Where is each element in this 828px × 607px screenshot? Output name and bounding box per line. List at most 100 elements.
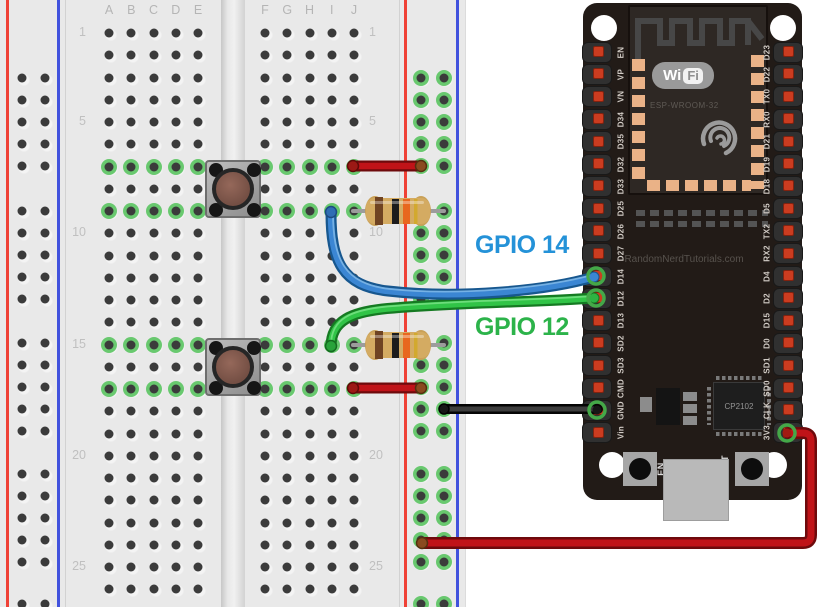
breadboard-hole-connected xyxy=(439,117,449,127)
breadboard-hole xyxy=(17,404,27,414)
breadboard-hole xyxy=(282,518,292,527)
breadboard-hole xyxy=(17,360,27,370)
breadboard-hole xyxy=(104,139,114,149)
breadboard-center-channel xyxy=(221,0,245,607)
breadboard-hole xyxy=(171,584,181,594)
breadboard-hole xyxy=(327,562,337,572)
breadboard-hole xyxy=(349,406,359,416)
row-number-15-right: 15 xyxy=(369,336,383,351)
breadboard-hole xyxy=(282,495,292,505)
breadboard-hole-connected xyxy=(439,360,449,370)
breadboard-hole xyxy=(282,251,292,260)
breadboard-hole xyxy=(149,451,158,461)
breadboard-hole xyxy=(17,382,27,392)
breadboard-hole xyxy=(171,406,181,416)
breadboard-hole xyxy=(17,535,27,545)
breadboard-hole xyxy=(104,362,114,372)
breadboard-hole-connected xyxy=(305,206,314,216)
breadboard-hole xyxy=(349,562,359,572)
breadboard-hole xyxy=(40,73,50,83)
breadboard-hole xyxy=(193,50,203,60)
breadboard-hole xyxy=(17,513,27,523)
pin-pad-d22 xyxy=(782,68,794,80)
breadboard-hole xyxy=(349,28,359,38)
breadboard-hole xyxy=(193,362,203,372)
breadboard-hole xyxy=(327,251,337,260)
breadboard-hole-connected xyxy=(149,340,158,349)
breadboard-hole xyxy=(126,228,136,238)
breadboard-hole xyxy=(126,28,136,38)
breadboard-hole xyxy=(193,117,203,127)
cp2102-chip: CP2102 xyxy=(713,382,765,430)
pin-pad-gnd xyxy=(592,404,604,416)
breadboard-hole-connected xyxy=(282,340,292,349)
row-number-25-left: 25 xyxy=(72,559,86,573)
breadboard-hole xyxy=(40,272,50,282)
breadboard-hole xyxy=(305,50,314,60)
breadboard-hole xyxy=(149,184,158,194)
breadboard-hole-connected xyxy=(260,340,270,349)
breadboard-hole-connected xyxy=(416,491,426,501)
pin-pad-sd2 xyxy=(592,337,604,349)
breadboard-hole xyxy=(349,184,359,194)
breadboard-hole xyxy=(149,28,158,38)
breadboard-hole xyxy=(149,295,158,305)
breadboard-hole xyxy=(349,451,359,461)
breadboard-hole-connected xyxy=(439,491,449,501)
breadboard-hole xyxy=(305,95,314,105)
breadboard-hole xyxy=(260,28,270,38)
breadboard-hole xyxy=(349,139,359,149)
breadboard-hole xyxy=(171,562,181,572)
breadboard-hole xyxy=(260,139,270,149)
breadboard-hole xyxy=(260,295,270,305)
breadboard-hole xyxy=(282,406,292,416)
breadboard-hole xyxy=(327,28,337,38)
breadboard-hole xyxy=(282,451,292,461)
mounting-hole xyxy=(770,15,796,41)
breadboard-hole xyxy=(126,95,136,105)
breadboard-hole xyxy=(193,228,203,238)
breadboard-hole xyxy=(193,273,203,283)
breadboard-hole-connected xyxy=(305,384,314,394)
breadboard-hole-connected xyxy=(104,340,114,349)
breadboard-hole xyxy=(327,50,337,60)
pin-pad-d0 xyxy=(782,337,794,349)
breadboard-hole xyxy=(305,317,314,327)
breadboard-hole xyxy=(349,117,359,127)
breadboard-hole-connected xyxy=(416,599,426,607)
breadboard-hole xyxy=(327,406,337,416)
antenna-trace xyxy=(635,18,765,59)
breadboard-hole-connected xyxy=(104,162,114,171)
breadboard-hole xyxy=(149,117,158,127)
watermark-text: RandomNerdTutorials.com xyxy=(624,254,744,265)
breadboard-hole xyxy=(104,251,114,260)
pin-pad-d14 xyxy=(592,270,604,281)
breadboard-hole xyxy=(104,451,114,461)
breadboard-hole xyxy=(282,362,292,372)
breadboard-hole-connected xyxy=(282,162,292,171)
pin-pad-d25 xyxy=(592,202,604,214)
breadboard-hole xyxy=(171,184,181,194)
breadboard-hole xyxy=(126,562,136,572)
breadboard-hole xyxy=(260,228,270,238)
module-castellations-left xyxy=(632,59,645,185)
right-rail-positive-line xyxy=(404,0,407,607)
breadboard-hole xyxy=(104,540,114,550)
breadboard-hole xyxy=(305,562,314,572)
column-letter-i: I xyxy=(330,3,334,17)
column-letter-j: J xyxy=(350,3,358,17)
breadboard-hole xyxy=(349,362,359,372)
breadboard-hole xyxy=(305,495,314,505)
breadboard-hole-connected xyxy=(416,382,426,392)
breadboard-hole xyxy=(193,184,203,194)
chip-pins xyxy=(716,376,762,380)
gpio14-label: GPIO 14 xyxy=(475,231,569,259)
breadboard-hole xyxy=(149,73,158,82)
breadboard-hole xyxy=(126,518,136,527)
pushbutton-leg xyxy=(209,381,223,395)
pin-pad-d35 xyxy=(592,135,604,147)
breadboard-hole xyxy=(126,429,136,438)
breadboard-hole xyxy=(17,139,27,149)
breadboard-hole xyxy=(282,295,292,305)
